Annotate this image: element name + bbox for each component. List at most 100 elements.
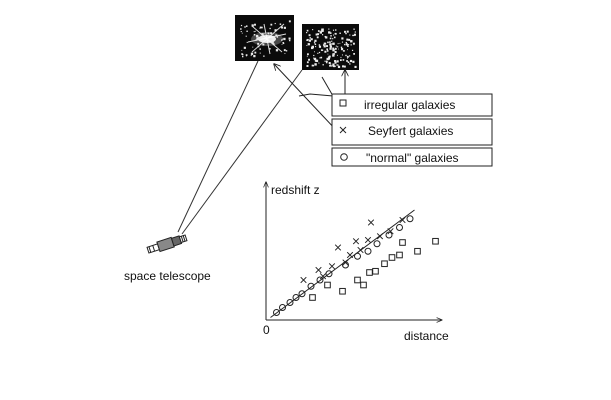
galaxy-speck bbox=[328, 61, 331, 65]
galaxy-speck bbox=[329, 45, 332, 48]
square-marker-icon bbox=[339, 99, 347, 107]
galaxy-speck bbox=[263, 55, 265, 57]
square-point bbox=[366, 269, 373, 276]
legend: irregular galaxies Seyfert galaxies "nor… bbox=[331, 93, 493, 167]
galaxy-speck bbox=[334, 50, 337, 54]
galaxy-speck bbox=[313, 51, 315, 53]
galaxy-speck bbox=[283, 26, 286, 29]
galaxy-speck bbox=[326, 48, 329, 51]
cross-point bbox=[328, 263, 336, 270]
galaxy-speck bbox=[311, 46, 314, 49]
galaxy-speck bbox=[251, 24, 254, 27]
galaxy-speck bbox=[307, 43, 310, 46]
galaxy-speck bbox=[332, 54, 335, 57]
galaxy-speck bbox=[334, 61, 337, 64]
galaxy-speck bbox=[329, 41, 331, 43]
legend-label-normal: "normal" galaxies bbox=[366, 151, 459, 165]
galaxy-speck bbox=[245, 54, 248, 56]
galaxy-speck bbox=[332, 65, 335, 68]
galaxy-speck bbox=[344, 43, 346, 46]
galaxy-speck bbox=[332, 63, 335, 66]
galaxy-speck bbox=[241, 49, 243, 51]
galaxy-speck bbox=[275, 49, 279, 52]
galaxy-speck bbox=[259, 52, 261, 54]
galaxy-speck bbox=[330, 35, 332, 37]
galaxy-speck bbox=[333, 34, 335, 36]
cross-point bbox=[399, 216, 406, 224]
square-point bbox=[432, 237, 439, 245]
galaxy-speck bbox=[353, 28, 355, 30]
galaxy-speck bbox=[353, 33, 356, 36]
galaxy-speck bbox=[349, 59, 353, 63]
galaxy-speck bbox=[341, 37, 343, 39]
galaxy-speck bbox=[242, 55, 244, 58]
cross-point bbox=[367, 219, 375, 226]
galaxy-speck bbox=[311, 64, 314, 67]
circle-point bbox=[298, 290, 306, 298]
circle-point bbox=[292, 294, 300, 301]
galaxy-speck bbox=[321, 49, 324, 51]
galaxy-speck bbox=[350, 40, 353, 43]
galaxy-speck bbox=[337, 43, 339, 45]
space-telescope-label: space telescope bbox=[124, 269, 211, 283]
galaxy-speck bbox=[341, 41, 344, 43]
galaxy-speck bbox=[281, 39, 283, 41]
circle-point bbox=[316, 276, 324, 284]
galaxy-speck bbox=[306, 32, 308, 34]
galaxy-speck bbox=[240, 24, 243, 27]
galaxy-speck bbox=[246, 30, 248, 32]
galaxy-speck bbox=[320, 30, 323, 32]
square-point bbox=[372, 267, 379, 275]
galaxy-speck bbox=[342, 50, 345, 52]
galaxy-speck bbox=[332, 38, 334, 40]
galaxy-speck bbox=[323, 42, 326, 45]
galaxy-speck bbox=[352, 34, 354, 37]
galaxy-speck bbox=[334, 60, 337, 63]
square-point bbox=[388, 254, 396, 261]
galaxy-speck bbox=[281, 44, 283, 45]
circle-point bbox=[364, 247, 372, 255]
galaxy-speck bbox=[317, 30, 320, 32]
galaxy-speck bbox=[282, 42, 285, 45]
galaxy-speck bbox=[288, 39, 291, 42]
galaxy-speck bbox=[332, 53, 334, 55]
galaxy-speck bbox=[253, 31, 255, 33]
galaxy-speck bbox=[306, 44, 308, 46]
galaxy-speck bbox=[352, 60, 355, 63]
galaxy-speck bbox=[318, 62, 320, 64]
galaxy-speck bbox=[254, 51, 257, 54]
galaxy-speck bbox=[270, 32, 273, 35]
galaxy-speck bbox=[353, 52, 355, 55]
galaxy-speck bbox=[320, 49, 323, 51]
galaxy-speck bbox=[306, 29, 309, 32]
galaxy-speck bbox=[285, 50, 288, 52]
galaxy-speck bbox=[329, 32, 332, 34]
circle-point bbox=[396, 224, 403, 231]
space-telescope-icon bbox=[146, 234, 188, 254]
galaxy-speck bbox=[240, 31, 242, 33]
galaxy-speck bbox=[326, 57, 329, 61]
galaxy-speck bbox=[288, 37, 291, 40]
galaxy-speck bbox=[313, 57, 317, 61]
cross-point bbox=[346, 251, 354, 259]
galaxy-speck bbox=[262, 43, 265, 46]
galaxy-speck bbox=[319, 57, 321, 59]
galaxy-speck bbox=[337, 64, 339, 66]
galaxy-speck bbox=[349, 63, 351, 65]
galaxy-speck bbox=[258, 38, 261, 40]
galaxy-speck bbox=[345, 54, 347, 57]
circle-point bbox=[307, 282, 315, 290]
galaxy-speck bbox=[257, 42, 260, 45]
galaxy-speck bbox=[272, 43, 275, 46]
cross-point bbox=[357, 246, 364, 254]
cross-point bbox=[319, 273, 327, 280]
irregular-galaxy-image bbox=[302, 24, 359, 70]
galaxy-speck bbox=[332, 29, 335, 31]
galaxy-speck bbox=[345, 32, 347, 35]
legend-label-seyfert: Seyfert galaxies bbox=[368, 124, 453, 138]
galaxy-speck bbox=[331, 43, 333, 45]
galaxy-speck bbox=[342, 59, 345, 61]
galaxy-speck bbox=[349, 34, 351, 36]
galaxy-speck bbox=[345, 43, 348, 46]
